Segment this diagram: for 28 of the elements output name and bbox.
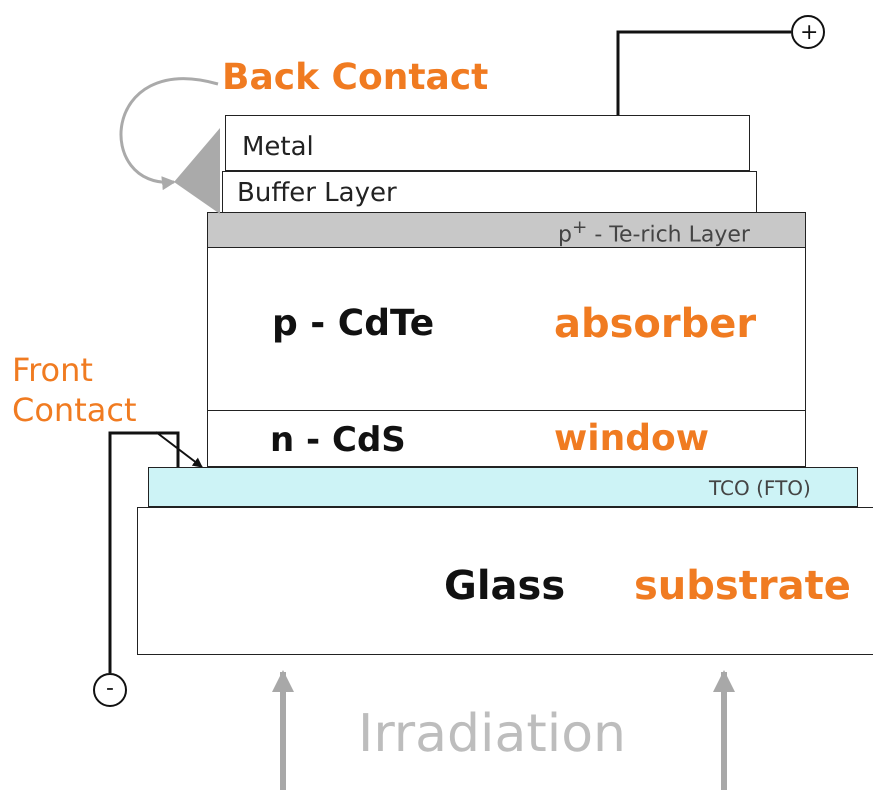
function-label: absorber (554, 304, 756, 344)
layer-label: Glass (444, 566, 566, 606)
polarity-sign: + (800, 22, 818, 44)
callout-label: Front Contact (12, 350, 138, 430)
polarity-sign: - (106, 678, 114, 700)
layer-label: p$^{+}$ - Te-rich Layer (558, 219, 750, 246)
layer-label: n - CdS (270, 423, 406, 457)
function-label: window (554, 421, 709, 457)
layer-label: TCO (FTO) (709, 478, 811, 498)
layer-label: Metal (242, 134, 314, 160)
heading-label: Back Contact (222, 60, 488, 96)
layer-label: p - CdTe (272, 306, 434, 342)
leader-arrow (155, 431, 203, 468)
glass-substrate (137, 507, 873, 655)
cdte-absorber-layer (207, 247, 806, 411)
te-rich-layer (207, 212, 806, 248)
curved-arrow (120, 78, 218, 188)
terminal-circle (93, 673, 127, 707)
wire (108, 432, 180, 673)
irradiation-label: Irradiation (358, 708, 626, 760)
terminal-circle (791, 15, 825, 49)
tco-layer (148, 467, 858, 507)
cds-window-layer (207, 410, 806, 467)
layer-label: Buffer Layer (237, 180, 397, 206)
function-label: substrate (634, 566, 851, 606)
wire (616, 30, 791, 115)
buffer-layer (222, 171, 757, 213)
metal-layer (225, 115, 750, 171)
